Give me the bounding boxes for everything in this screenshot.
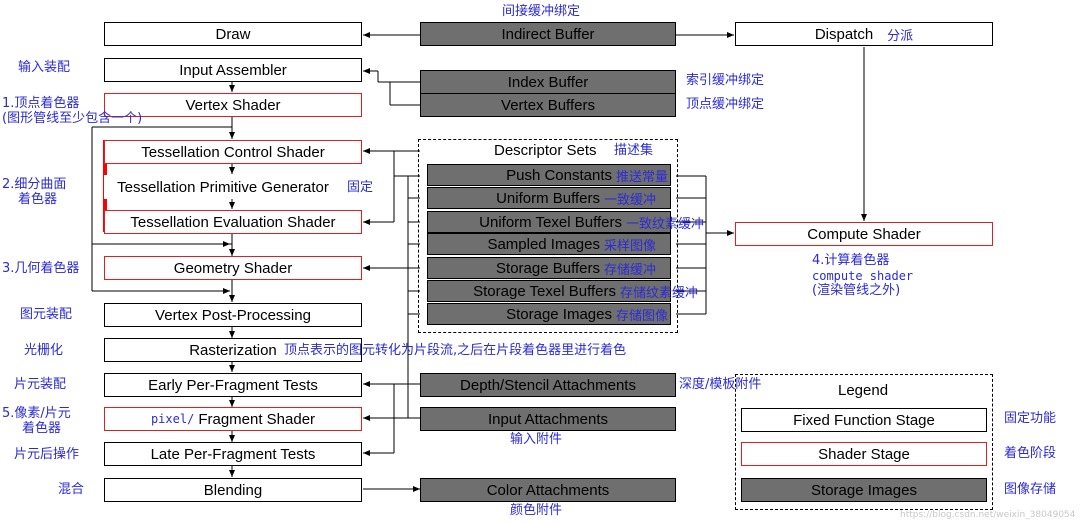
compute-shader-stage: Compute Shader <box>735 222 993 246</box>
descriptor-uniform-texel-buffers-annotation: 一致纹素缓冲 <box>626 216 705 232</box>
descriptor-storage-buffers-annotation: 存储缓冲 <box>604 262 657 278</box>
legend-storage-annotation: 图像存储 <box>1004 482 1057 497</box>
legend-shader-annotation: 着色阶段 <box>1004 446 1057 461</box>
vertex-post-processing-stage: Vertex Post-Processing <box>104 303 362 327</box>
draw-stage: Draw <box>104 22 362 46</box>
descriptor-storage-images-annotation: 存储图像 <box>616 308 669 324</box>
descriptor-push-constants-label: Push Constants <box>506 166 612 184</box>
vertex-shader-stage: Vertex Shader <box>104 93 362 117</box>
tessellation-annotation-2: 着色器 <box>18 192 58 207</box>
rasterization-stage: Rasterization <box>104 338 362 362</box>
blending-annotation: 混合 <box>58 482 85 497</box>
descriptor-storage-images-label: Storage Images <box>506 305 612 323</box>
descriptor-uniform-buffers-annotation: 一致缓冲 <box>604 192 657 208</box>
early-fragment-tests-stage: Early Per-Fragment Tests <box>104 373 362 397</box>
tessellation-annotation-1: 2.细分曲面 <box>2 177 67 192</box>
fragment-shader-label: Fragment Shader <box>198 410 316 428</box>
descriptor-sampled-images-annotation: 采样图像 <box>604 238 657 254</box>
dispatch-stage: Dispatch 分派 <box>735 22 993 46</box>
vertex-buffers-annotation: 顶点缓冲绑定 <box>686 97 765 112</box>
descriptor-storage-texel-buffers-label: Storage Texel Buffers <box>473 282 616 300</box>
legend-storage-images: Storage Images <box>741 478 987 502</box>
blending-stage: Blending <box>104 478 362 502</box>
descriptor-push-constants-annotation: 推送常量 <box>616 169 669 185</box>
compute-annotation-2: compute shader <box>812 269 914 283</box>
vertex-shader-annotation-1: 1.顶点着色器 <box>2 96 80 111</box>
descriptor-sets-annotation: 描述集 <box>614 143 654 158</box>
rasterization-left-annotation: 光栅化 <box>24 343 64 358</box>
vertex-shader-annotation-2: (图形管线至少包含一个) <box>2 111 143 126</box>
late-tests-annotation: 片元后操作 <box>14 447 80 462</box>
pixel-prefix: pixel/ <box>150 412 195 426</box>
descriptor-sets-group <box>418 139 678 333</box>
input-assembler-annotation: 输入装配 <box>18 60 71 75</box>
geometry-shader-stage: Geometry Shader <box>104 256 362 280</box>
descriptor-uniform-buffers-label: Uniform Buffers <box>496 189 600 207</box>
watermark: https://blog.csdn.net/weixin_38049054 <box>900 510 1076 520</box>
input-attachments: Input Attachments <box>420 407 676 431</box>
fixed-tag-annotation: 固定 <box>347 180 374 195</box>
legend-group <box>735 374 993 510</box>
tessellation-control-shader-stage: Tessellation Control Shader <box>104 140 362 164</box>
late-fragment-tests-stage: Late Per-Fragment Tests <box>104 442 362 466</box>
legend-fixed-function: Fixed Function Stage <box>741 408 987 432</box>
compute-annotation-1: 4.计算着色器 <box>812 253 890 268</box>
dispatch-annotation: 分派 <box>887 28 914 44</box>
descriptor-storage-buffers-label: Storage Buffers <box>496 259 600 277</box>
legend-title: Legend <box>838 382 889 399</box>
tessellation-evaluation-shader-stage: Tessellation Evaluation Shader <box>104 210 362 234</box>
compute-annotation-3: (渲染管线之外) <box>812 283 901 298</box>
early-tests-annotation: 片元装配 <box>14 377 67 392</box>
color-attachments: Color Attachments <box>420 478 676 502</box>
index-buffer: Index Buffer <box>420 70 676 94</box>
rasterization-right-annotation: 顶点表示的图元转化为片段流,之后在片段着色器里进行着色 <box>284 343 627 358</box>
tessellation-primitive-generator-stage: Tessellation Primitive Generator <box>104 175 342 199</box>
dispatch-label: Dispatch <box>814 25 874 43</box>
vertex-buffers: Vertex Buffers <box>420 93 676 117</box>
geometry-annotation: 3.几何着色器 <box>2 261 80 276</box>
vertex-post-annotation: 图元装配 <box>20 307 73 322</box>
fragment-shader-stage: pixel/ Fragment Shader <box>104 407 362 431</box>
input-assembler-stage: Input Assembler <box>104 58 362 82</box>
fragment-annotation-2: 着色器 <box>22 421 62 436</box>
depth-stencil-attachments: Depth/Stencil Attachments <box>420 373 676 397</box>
indirect-buffer: Indirect Buffer <box>420 22 676 46</box>
legend-shader-stage: Shader Stage <box>741 442 987 466</box>
legend-fixed-annotation: 固定功能 <box>1004 411 1057 426</box>
index-buffer-annotation: 索引缓冲绑定 <box>686 73 765 88</box>
descriptor-uniform-texel-buffers-label: Uniform Texel Buffers <box>479 213 622 231</box>
descriptor-storage-texel-buffers-annotation: 存储纹素缓冲 <box>620 285 699 301</box>
descriptor-sets-title: Descriptor Sets <box>494 142 597 159</box>
color-attachments-annotation: 颜色附件 <box>510 503 563 518</box>
fragment-annotation-1: 5.像素/片元 <box>2 406 71 421</box>
depth-stencil-annotation: 深度/模板附件 <box>679 377 762 392</box>
input-attachments-annotation: 输入附件 <box>510 432 563 447</box>
indirect-annotation: 间接缓冲绑定 <box>502 4 581 19</box>
descriptor-sampled-images-label: Sampled Images <box>487 235 600 253</box>
